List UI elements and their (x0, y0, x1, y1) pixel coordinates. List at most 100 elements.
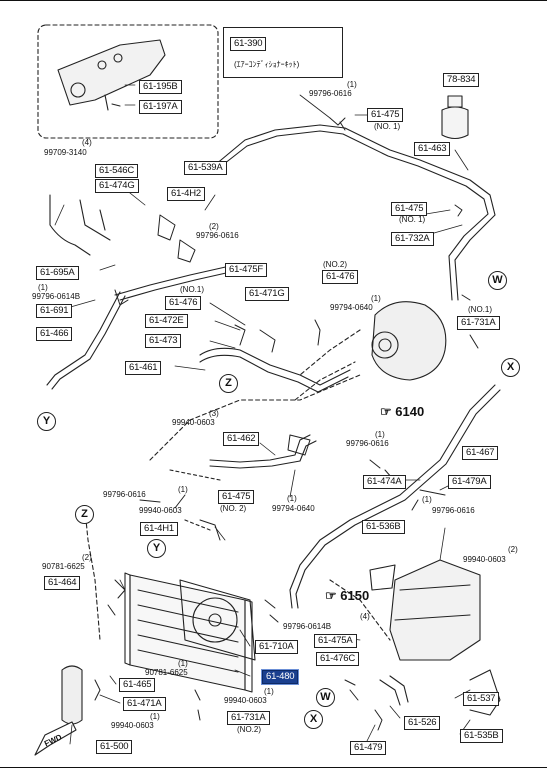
section-ref-6140[interactable]: ☞ 6140 (380, 404, 425, 419)
part-61-536B[interactable]: 61-536B (362, 520, 405, 534)
no-note: (NO.1) (468, 305, 492, 314)
part-61-732A[interactable]: 61-732A (391, 232, 434, 246)
part-61-475-mid[interactable]: 61-475 (218, 490, 255, 504)
tube-61-466 (46, 291, 121, 386)
inset-port (70, 82, 86, 98)
part-61-465[interactable]: 61-465 (119, 678, 156, 692)
kit-subtitle: (ｴｱｰｺﾝﾃﾞｨｼｮﾅｰｷｯﾄ) (234, 60, 300, 69)
qty-note: (1) (287, 494, 297, 503)
part-61-195B[interactable]: 61-195B (139, 80, 182, 94)
part-61-473[interactable]: 61-473 (145, 334, 182, 348)
part-61-695A[interactable]: 61-695A (36, 266, 79, 280)
bolt-number: 99796-0616 (103, 490, 146, 499)
part-61-537[interactable]: 61-537 (463, 692, 500, 706)
hose-61-461 (199, 347, 351, 386)
qty-note: (1) (178, 659, 188, 668)
no-note: (NO.1) (180, 285, 204, 294)
part-61-476-top[interactable]: 61-476 (322, 270, 359, 284)
bolt-number: 99796-0614B (283, 622, 332, 631)
harness-61-546C (49, 194, 111, 256)
part-61-464[interactable]: 61-464 (44, 576, 81, 590)
part-61-461[interactable]: 61-461 (125, 361, 162, 375)
connector-y-lower: Y (147, 539, 166, 558)
bolt-number: 99796-0616 (196, 231, 239, 240)
bolt-number: 99940-0603 (224, 696, 267, 705)
part-61-4H1[interactable]: 61-4H1 (140, 522, 178, 536)
part-61-691[interactable]: 61-691 (36, 304, 73, 318)
bolt-number: 90781-6625 (145, 668, 188, 677)
part-61-474A[interactable]: 61-474A (363, 475, 406, 489)
tube-61-463 (214, 124, 496, 301)
part-61-476[interactable]: 61-476 (165, 296, 202, 310)
part-61-475-right[interactable]: 61-475 (391, 202, 428, 216)
qty-note: (1) (150, 712, 160, 721)
part-61-197A[interactable]: 61-197A (139, 100, 182, 114)
part-61-710A[interactable]: 61-710A (255, 640, 298, 654)
receiver-61-500 (61, 665, 83, 725)
kit-header-box (223, 27, 343, 78)
part-78-834[interactable]: 78-834 (443, 73, 480, 87)
part-61-526[interactable]: 61-526 (404, 716, 441, 730)
bolt-number: 99796-0614B (32, 292, 81, 301)
qty-note: (1) (347, 80, 357, 89)
section-ref-6150[interactable]: ☞ 6150 (325, 588, 370, 603)
bolt-number: 99940-0603 (172, 418, 215, 427)
connector-w-lower: W (316, 688, 335, 707)
connector-y: Y (37, 412, 56, 431)
no-note: (NO. 2) (220, 504, 247, 513)
part-61-480-highlighted[interactable]: 61-480 (262, 670, 299, 684)
part-61-500[interactable]: 61-500 (96, 740, 133, 754)
part-61-731A-top[interactable]: 61-731A (457, 316, 500, 330)
bolt-number: 99796-0616 (432, 506, 475, 515)
part-61-472E[interactable]: 61-472E (145, 314, 188, 328)
qty-note: (2) (209, 222, 219, 231)
bolt-number: 99794-0640 (330, 303, 373, 312)
connector-x: X (501, 358, 520, 377)
part-61-466[interactable]: 61-466 (36, 327, 73, 341)
drain-hose-61-526 (379, 675, 409, 706)
fan-shroud (179, 579, 256, 661)
no-note: (NO.2) (323, 260, 347, 269)
part-61-467[interactable]: 61-467 (462, 446, 499, 460)
part-61-474G[interactable]: 61-474G (95, 179, 139, 193)
part-61-476C[interactable]: 61-476C (316, 652, 360, 666)
bolt-number: 99796-0616 (346, 439, 389, 448)
qty-note: (4) (82, 138, 92, 147)
part-61-479[interactable]: 61-479 (350, 741, 387, 755)
part-61-475A[interactable]: 61-475A (314, 634, 357, 648)
bolt-number: 99794-0640 (272, 504, 315, 513)
inset-frame (37, 24, 219, 139)
hose-61-462 (209, 434, 311, 463)
qty-note: (1) (264, 687, 274, 696)
no-note: (NO. 1) (399, 215, 426, 224)
part-61-4H2[interactable]: 61-4H2 (167, 187, 205, 201)
part-61-475F[interactable]: 61-475F (225, 263, 267, 277)
part-61-463[interactable]: 61-463 (414, 142, 451, 156)
part-61-546C[interactable]: 61-546C (95, 164, 139, 178)
kit-code-label[interactable]: 61-390 (230, 37, 267, 51)
no-note: (NO.2) (237, 725, 261, 734)
qty-note: (1) (371, 294, 381, 303)
part-61-731A[interactable]: 61-731A (227, 711, 270, 725)
qty-note: (4) (360, 612, 370, 621)
hose-61-537 (469, 669, 501, 716)
part-61-471A[interactable]: 61-471A (123, 697, 166, 711)
tube-61-467 (289, 384, 496, 609)
qty-note: (1) (422, 495, 432, 504)
part-61-475-top[interactable]: 61-475 (367, 108, 404, 122)
connector-w: W (488, 271, 507, 290)
part-61-471G[interactable]: 61-471G (245, 287, 289, 301)
connector-z: Z (219, 374, 238, 393)
bolt-number: 99940-0603 (463, 555, 506, 564)
part-61-462[interactable]: 61-462 (223, 432, 260, 446)
bolt-number: 90781-6625 (42, 562, 85, 571)
connector-x-lower: X (304, 710, 323, 729)
part-61-539A[interactable]: 61-539A (184, 161, 227, 175)
evaporator-housing (389, 559, 481, 661)
part-61-479A[interactable]: 61-479A (448, 475, 491, 489)
compressor (371, 301, 447, 381)
hose-61-475F (114, 265, 231, 296)
part-61-535B[interactable]: 61-535B (460, 729, 503, 743)
fwd-arrow (34, 721, 77, 756)
